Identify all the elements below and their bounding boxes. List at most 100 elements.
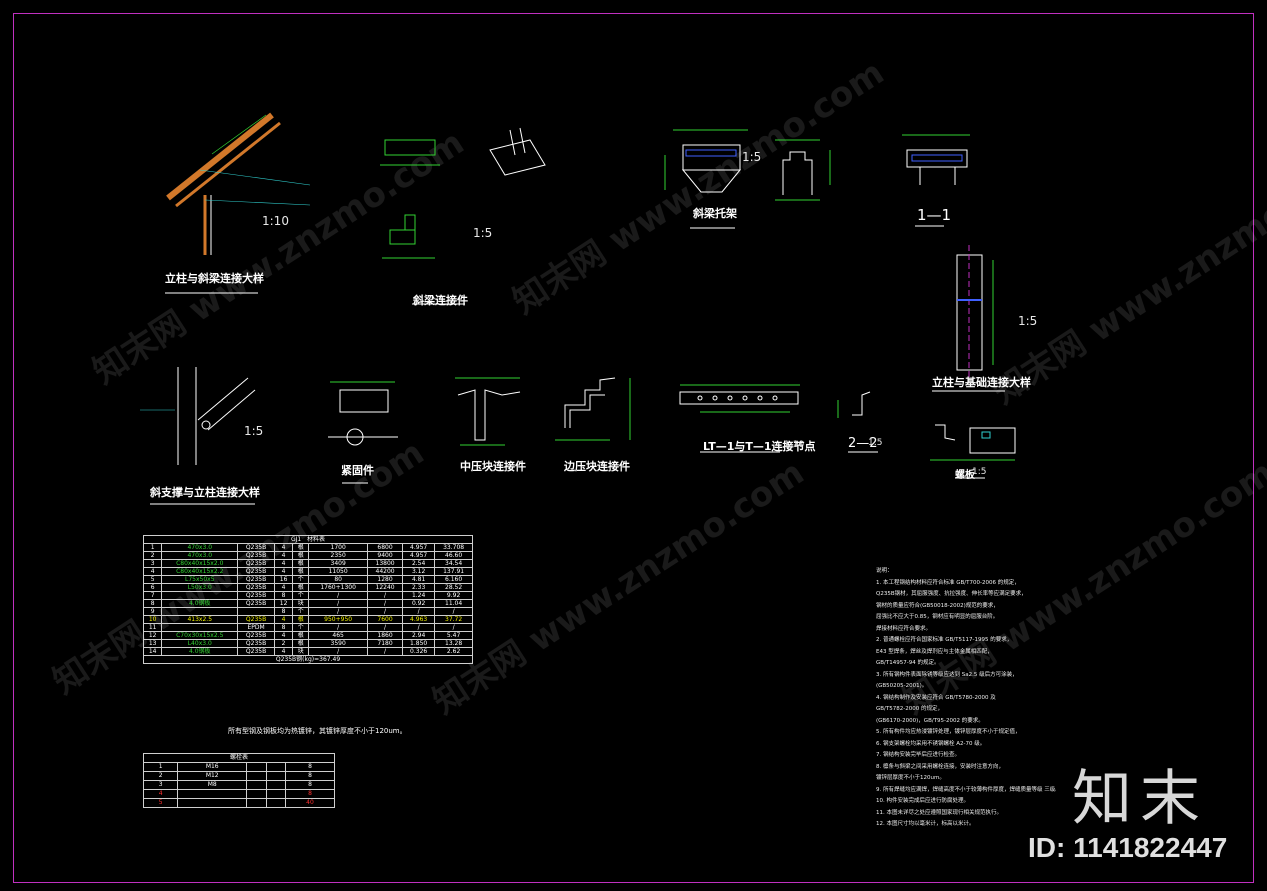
table-cell: 33.708 [434,543,473,552]
table-cell: C80x40x15x2.2 [161,567,239,576]
table-cell: 40 [284,798,336,808]
table-cell: / [367,599,404,608]
detail-section-2-2 [837,391,878,453]
caption-brace: 斜支撑与立柱连接大样 [150,486,260,499]
detail-mid-press [455,377,521,446]
table-cell: 根 [292,543,310,552]
table-cell: 2.94 [402,631,436,640]
table-cell: 1860 [367,631,404,640]
image-id: ID: 1141822447 [1028,832,1228,863]
table-cell: / [434,607,473,616]
detail-beam-connector [380,139,440,259]
table-cell [161,623,239,632]
note-line: 焊接材料应符合要求。 [876,625,932,632]
table-cell: 470x3.0 [161,551,239,560]
note-line: E43 型焊条，焊丝及焊剂应与主体金属相匹配， [876,648,993,655]
table-cell: / [308,623,369,632]
detail-brace [140,367,256,505]
table-cell: 块 [292,599,310,608]
table-cell: 8 [273,623,294,632]
table-cell: 7180 [367,639,404,648]
table-cell: Q235B [237,559,275,568]
table-cell: 3590 [308,639,369,648]
table-cell: 7 [142,591,163,600]
table-cell: 4 [142,567,163,576]
table-cell: / [308,591,369,600]
table-cell: 4.0钢板 [161,599,239,608]
table-cell: 3 [142,780,179,790]
scale-plate: 1:5 [972,467,987,477]
table-cell: 4 [273,567,294,576]
table-cell: 4.957 [402,543,436,552]
table-cell: 12240 [367,583,404,592]
table-cell: 7600 [367,615,404,624]
table-cell: 2.54 [402,559,436,568]
table-cell: 5.47 [434,631,473,640]
table-cell [265,762,286,772]
caption-mid-press: 中压块连接件 [460,460,526,473]
note-line: 4. 钢结构制作及安装应符合 GB/T5780-2000 及 [876,694,996,701]
note-line: 2. 普通螺栓应符合国家标准 GB/T5117-1995 的要求， [876,637,1013,643]
note-line: GB/T5782-2000 的规定， [876,706,943,712]
table-cell: / [367,623,404,632]
detail-section-1-1 [902,134,970,227]
table-cell: L40x3.0 [161,639,239,648]
note-line: 10. 构件安装完成后应进行防腐处理。 [876,798,969,804]
table-cell: L50x3.0 [161,583,239,592]
table-cell [161,607,239,616]
scale-lt1-t1: 1:10 [784,440,805,450]
note-line: 钢材的质量应符合(GB50018-2002)规范的要求， [876,602,999,609]
table-cell: 3 [142,559,163,568]
table-cell [265,798,286,808]
table-cell [246,771,267,781]
table-cell: / [367,607,404,616]
caption-plate: 螺板 [955,470,975,481]
caption-column-base: 立柱与基础连接大样 [932,376,1031,389]
caption-side-press: 边压块连接件 [564,460,630,473]
table-cell: C70x30x15x2.5 [161,631,239,640]
table-cell: 4 [273,647,294,656]
table-cell [265,789,286,799]
table-cell: 13800 [367,559,404,568]
table-cell: 1700 [308,543,369,552]
table-cell: 4 [273,559,294,568]
table-cell: 14 [142,647,163,656]
table-cell: 28.52 [434,583,473,592]
table-cell: M12 [177,771,248,781]
table-cell [246,789,267,799]
table-cell: 0.326 [402,647,436,656]
table-cell: 0.92 [402,599,436,608]
scale-section-2-2: 1:5 [868,438,883,448]
table-cell: Q235B [237,543,275,552]
table-cell: 80 [308,575,369,584]
note-line: 5. 所有构件均应热浸镀锌处理，镀锌层厚度不小于规定值， [876,729,1021,735]
table-cell: 13 [142,639,163,648]
table-cell: 11 [142,623,163,632]
table-cell: / [308,607,369,616]
table-cell: 4 [273,615,294,624]
table-cell: / [402,623,436,632]
table-cell: 根 [292,551,310,560]
note-line: 1. 本工程钢结构材料应符合标准 GB/T700-2006 的规定， [876,579,1020,586]
note-line: 镀锌层厚度不小于120um。 [876,775,945,781]
table-cell: 1.24 [402,591,436,600]
table-cell [265,780,286,790]
note-line: (GB6170-2000)，GB/T95-2002 的要求。 [876,717,984,724]
table-footnote: 所有型钢及钢板均为热镀锌，其镀锌厚度不小于120um。 [228,727,407,735]
table-cell: / [308,599,369,608]
table-cell: EPDM [237,623,275,632]
table-cell: 5 [142,798,179,808]
table-cell [177,798,248,808]
table-cell: 2 [273,639,294,648]
table-cell: 4.81 [402,575,436,584]
table-cell: 个 [292,623,310,632]
table-cell: 个 [292,591,310,600]
